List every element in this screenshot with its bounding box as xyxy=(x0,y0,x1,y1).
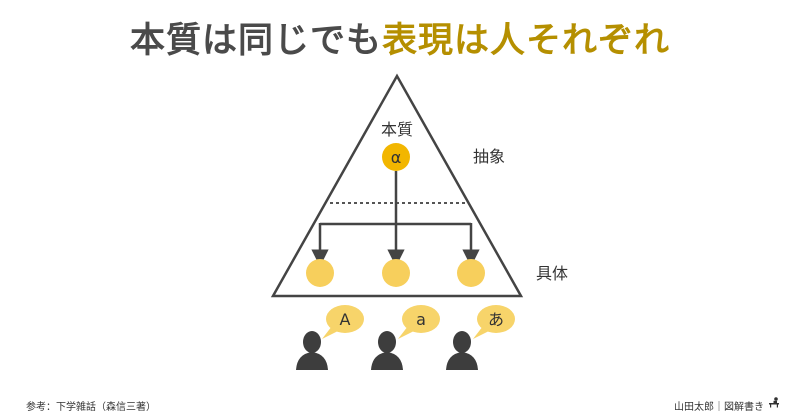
essence-alpha-circle xyxy=(382,143,410,171)
speech-bubble-left: A xyxy=(322,305,364,339)
essence-label: 本質 xyxy=(381,120,413,139)
connector-arrows xyxy=(311,171,480,267)
abstract-label: 抽象 xyxy=(473,147,505,166)
concrete-circle-right xyxy=(457,259,485,287)
writing-desk-icon xyxy=(769,397,779,408)
person-icon-left xyxy=(296,331,328,370)
author-credit: 山田太郎｜図解書き xyxy=(674,402,764,413)
reference-note: 参考：下学雑話（森信三著） xyxy=(26,402,156,413)
alpha-symbol: α xyxy=(391,148,402,167)
person-icon-right xyxy=(446,331,478,370)
concrete-circle-center xyxy=(382,259,410,287)
concrete-circle-left xyxy=(306,259,334,287)
title-part-1: 本質は同じでも xyxy=(129,21,382,61)
bubble-text-center: a xyxy=(416,310,426,329)
speech-bubble-right: あ xyxy=(473,305,515,339)
page-title: 本質は同じでも表現は人それぞれ xyxy=(0,12,800,63)
bubble-text-left: A xyxy=(340,310,351,329)
bubble-text-right: あ xyxy=(488,310,504,329)
title-part-2: 表現は人それぞれ xyxy=(382,21,671,61)
concrete-label: 具体 xyxy=(536,264,568,283)
speech-bubble-center: a xyxy=(398,305,440,339)
person-icon-center xyxy=(371,331,403,370)
